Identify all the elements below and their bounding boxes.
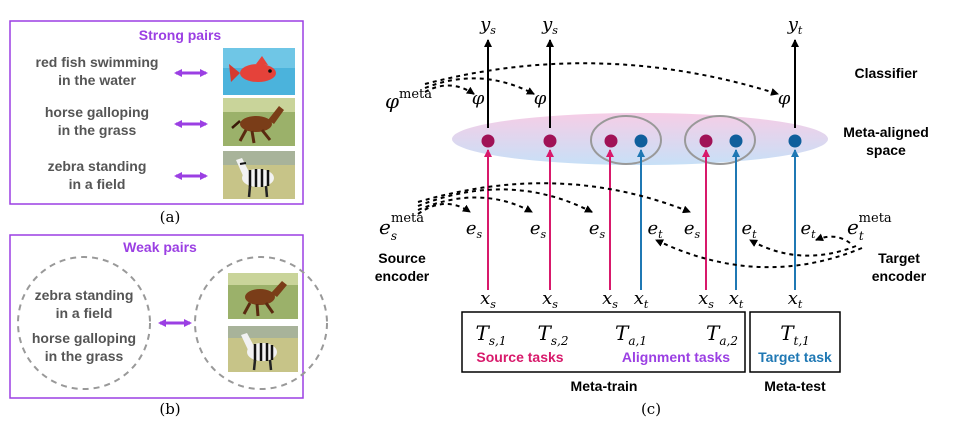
alignment-group-circle: [590, 115, 662, 165]
phi-label: φ: [472, 88, 485, 109]
source-encoder-meta-label: esmeta: [379, 211, 424, 243]
task-label: Ts,2: [538, 321, 569, 348]
task-label: Tt,1: [780, 321, 810, 348]
classifier-label: Classifier: [854, 65, 918, 81]
embedding-label: es: [589, 218, 606, 241]
phi-meta-arc: [424, 84, 475, 95]
target-meta-arc: [749, 239, 857, 257]
target-meta-arc: [655, 239, 863, 269]
embedding-label: es: [466, 218, 483, 241]
panel-a: Strong pairs red fish swimming in the wa…: [9, 20, 304, 226]
embedding-label: es: [684, 218, 701, 241]
pair-text-line: zebra standing: [48, 158, 147, 174]
output-label: ys: [479, 14, 496, 37]
input-label: xs: [542, 288, 558, 311]
caption-c: (c): [641, 400, 661, 418]
weak-text-line: zebra standing: [35, 287, 134, 303]
output-label: yt: [787, 14, 803, 37]
pair-text-line: in a field: [69, 176, 126, 192]
weak-text-line: in the grass: [45, 348, 124, 364]
input-label: xt: [788, 288, 803, 311]
weak-pairs-title: Weak pairs: [123, 239, 197, 255]
zebra-photo: [223, 151, 295, 199]
source-embedding-dot: [604, 134, 618, 148]
task-label: Ts,1: [476, 321, 507, 348]
meta-train-label: Meta-train: [571, 378, 638, 394]
target-embedding-dot: [729, 134, 743, 148]
phi-meta-label: φmeta: [385, 87, 432, 113]
pair-text-line: horse galloping: [45, 104, 149, 120]
horse-photo: [223, 98, 295, 146]
target-embedding-dot: [788, 134, 802, 148]
meta-train-box: [461, 311, 746, 373]
red-fish-photo: [223, 48, 295, 95]
target-encoder-meta-label: etmeta: [847, 211, 892, 243]
weak-text-line: in a field: [56, 305, 113, 321]
target-embedding-dot: [634, 134, 648, 148]
pair-text-line: in the grass: [58, 122, 137, 138]
image-set-circle: [194, 256, 328, 390]
embedding-label: et: [647, 218, 663, 241]
weak-text-line: horse galloping: [32, 330, 136, 346]
zebra-photo: [228, 326, 298, 372]
source-meta-arc: [417, 196, 533, 213]
task-label: Ta,2: [706, 321, 738, 348]
source-embedding-dot: [543, 134, 557, 148]
caption-a: (a): [160, 208, 181, 226]
text-set-circle: [17, 256, 151, 390]
input-label: xt: [634, 288, 649, 311]
target-meta-arc: [815, 233, 851, 244]
source-encoder-label: encoder: [375, 268, 430, 284]
pair-text-line: in the water: [58, 72, 136, 88]
target-encoder-label: encoder: [872, 268, 927, 284]
input-label: xs: [698, 288, 714, 311]
input-label: xs: [602, 288, 618, 311]
alignment-group-circle: [684, 115, 756, 165]
caption-b: (b): [159, 400, 180, 418]
alignment-tasks-label: Alignment tasks: [622, 349, 730, 365]
embedding-label: es: [530, 218, 547, 241]
pair-text-line: red fish swimming: [36, 54, 159, 70]
source-meta-arc: [417, 182, 691, 214]
source-embedding-dot: [481, 134, 495, 148]
phi-label: φ: [778, 88, 791, 109]
embedding-label: et: [800, 218, 816, 241]
target-task-label: Target task: [758, 349, 832, 365]
task-label: Ta,1: [615, 321, 647, 348]
meta-test-label: Meta-test: [764, 378, 826, 394]
panel-b: Weak pairs zebra standing in a field hor…: [9, 234, 328, 418]
meta-test-box: [749, 311, 841, 373]
source-tasks-label: Source tasks: [476, 349, 563, 365]
embedding-label: et: [741, 218, 757, 241]
source-embedding-dot: [699, 134, 713, 148]
space-label: Meta-aligned: [843, 124, 929, 140]
output-label: ys: [541, 14, 558, 37]
space-label: space: [866, 142, 906, 158]
weak-pairs-frame: [9, 234, 304, 399]
source-meta-arc: [417, 203, 471, 215]
source-encoder-label: Source: [378, 250, 426, 266]
horse-photo: [228, 273, 298, 319]
target-encoder-label: Target: [878, 250, 920, 266]
input-label: xt: [729, 288, 744, 311]
input-label: xs: [480, 288, 496, 311]
phi-meta-arc: [424, 62, 779, 96]
panel-c: ys ys yt φ φ φ φmeta Classifie: [375, 14, 929, 418]
phi-label: φ: [534, 88, 547, 109]
strong-pairs-title: Strong pairs: [139, 27, 222, 43]
strong-pairs-frame: [9, 20, 304, 205]
source-meta-arc: [417, 188, 593, 213]
